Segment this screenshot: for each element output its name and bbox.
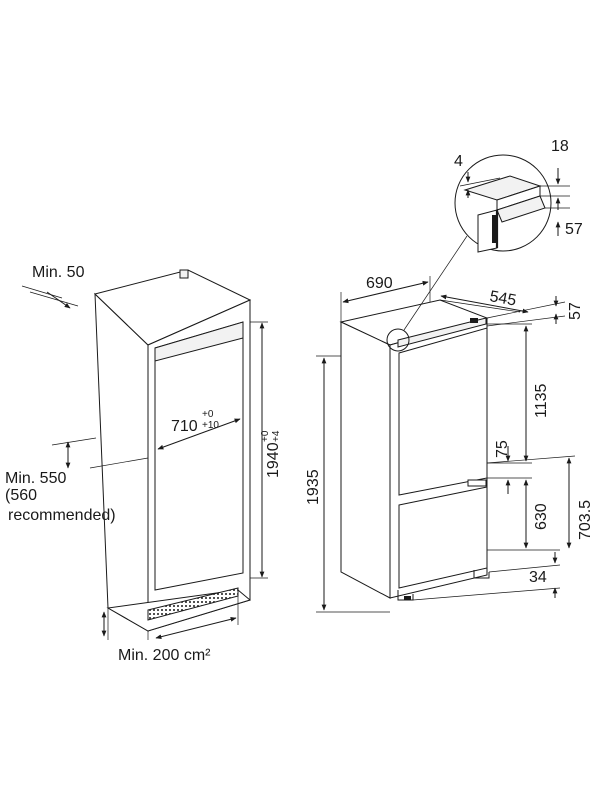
foot-left-pad bbox=[404, 596, 411, 600]
niche-height-tol-lower: +4 bbox=[271, 430, 282, 442]
depth-label-3: recommended) bbox=[8, 507, 116, 524]
top-gap-ext-1 bbox=[21, 285, 63, 299]
niche-width-tol-lower: +10 bbox=[202, 420, 219, 431]
detail-circle bbox=[454, 154, 552, 252]
niche-width-label: 710 bbox=[171, 418, 198, 435]
lower-total-label: 703.5 bbox=[577, 500, 594, 540]
middle-hinge bbox=[467, 479, 487, 487]
niche-width-tol-upper: +0 bbox=[202, 409, 214, 420]
top-gap-label: Min. 50 bbox=[32, 264, 85, 281]
cabinet-niche: 710 +0 +10 1940 +0 +4 Min. 50 Min. 550 (… bbox=[5, 264, 282, 664]
detail-57-label: 57 bbox=[565, 221, 583, 238]
top-bracket bbox=[470, 318, 478, 323]
niche-height-tol-upper: +0 bbox=[260, 430, 271, 442]
depth-ext-top bbox=[51, 437, 97, 446]
top-rail bbox=[397, 317, 487, 348]
upper-door-label: 1135 bbox=[533, 383, 550, 418]
depth-label-2: (560 bbox=[5, 487, 37, 504]
lower-door bbox=[398, 486, 488, 589]
niche-height-label: 1940 bbox=[265, 442, 282, 478]
niche-top-lip bbox=[179, 269, 189, 279]
detail-4-label: 4 bbox=[454, 153, 463, 170]
detail-leader bbox=[403, 235, 468, 331]
appliance: 690 545 57 1135 75 630 703.5 3 bbox=[305, 235, 594, 613]
detail-hinge bbox=[492, 215, 498, 243]
bottom-offset-label: 34 bbox=[529, 569, 547, 586]
appliance-side bbox=[340, 321, 391, 599]
vent-label: Min. 200 cm² bbox=[118, 647, 211, 664]
lower-door-label: 630 bbox=[533, 503, 550, 530]
top-gap-arrow bbox=[46, 291, 71, 309]
height-label: 1935 bbox=[305, 469, 322, 505]
depth-label-1: Min. 550 bbox=[5, 470, 66, 487]
detail-18-label: 18 bbox=[551, 138, 569, 155]
lower-total-ext-top bbox=[486, 455, 576, 464]
upper-door bbox=[398, 327, 488, 496]
bottom-offset-ext-1 bbox=[488, 564, 561, 573]
niche-width-line bbox=[157, 418, 241, 450]
gap-label: 75 bbox=[494, 440, 511, 458]
depth-label: 545 bbox=[488, 288, 517, 309]
top-offset-label: 57 bbox=[567, 302, 584, 320]
width-label: 690 bbox=[366, 275, 393, 292]
detail-4-ext bbox=[459, 177, 501, 187]
top-gap-ext-2 bbox=[29, 291, 79, 307]
detail-inset: 4 18 57 bbox=[454, 138, 583, 253]
niche-inner-top bbox=[154, 321, 244, 362]
bottom-offset-ext-2 bbox=[412, 587, 561, 601]
detail-callout-circle bbox=[386, 328, 410, 352]
foot-right bbox=[473, 570, 490, 579]
depth-line bbox=[440, 294, 529, 314]
width-line bbox=[342, 280, 429, 304]
niche-opening bbox=[154, 321, 244, 591]
top-offset-ext-1 bbox=[486, 301, 566, 319]
depth-ext-bottom bbox=[89, 457, 149, 469]
top-offset-ext-2 bbox=[486, 315, 566, 327]
vent-width-line bbox=[155, 616, 237, 640]
